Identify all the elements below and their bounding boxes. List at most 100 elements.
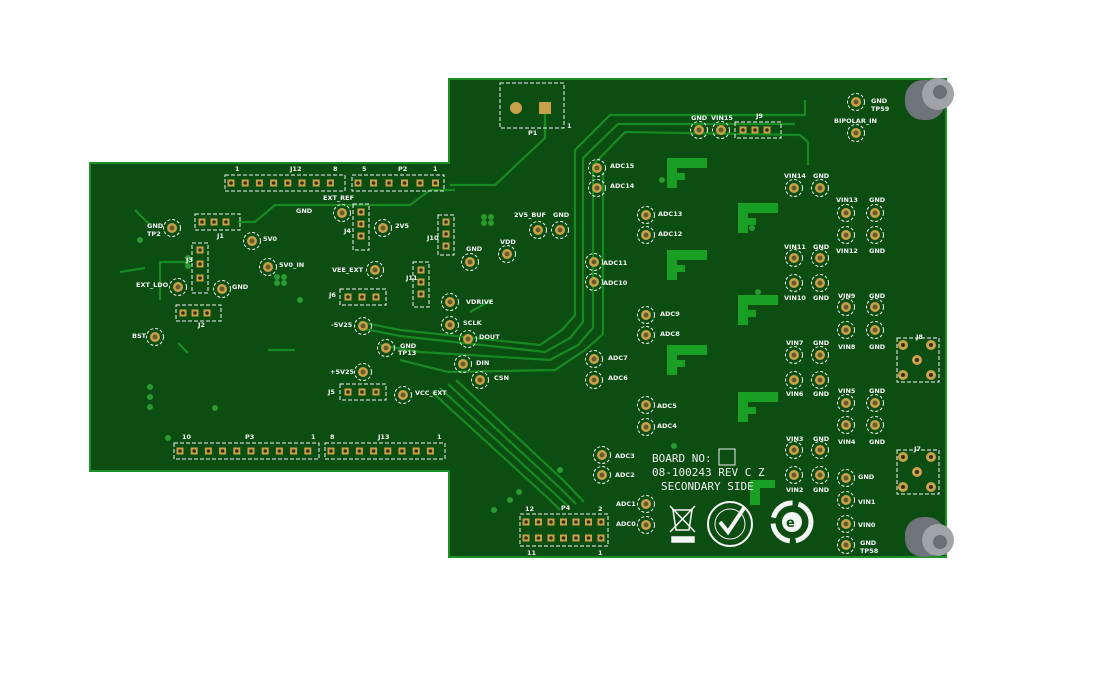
- silk-label: 12: [525, 505, 534, 513]
- silk-label: ADC15: [610, 162, 635, 170]
- silk-label: GND: [871, 97, 888, 105]
- silk-label: VIN0: [858, 521, 876, 529]
- silk-label: VEE_EXT: [332, 266, 364, 274]
- silk-label: VIN15: [711, 114, 733, 122]
- silk-label: ADC10: [603, 279, 628, 287]
- silk-label: 2V5: [395, 222, 410, 230]
- silk-label: 2V5_BUF: [514, 211, 546, 219]
- silk-label: J13: [377, 433, 389, 441]
- silk-label: 1: [567, 122, 572, 130]
- silk-label: 2: [598, 505, 603, 513]
- silk-label: P2: [398, 165, 407, 173]
- silk-label: GND: [296, 207, 313, 215]
- silk-label: ADC13: [658, 210, 682, 218]
- headers: [173, 82, 940, 547]
- silk-label: GND: [869, 343, 886, 351]
- silk-label: BIPOLAR_IN: [834, 117, 877, 125]
- silk-label: VIN2: [786, 486, 803, 494]
- silk-label: J8: [915, 333, 923, 341]
- silk-label: GND: [858, 473, 875, 481]
- silk-label: EXT_LDO: [136, 281, 169, 289]
- silk-label: GND: [869, 438, 886, 446]
- e-recycle-icon: e: [770, 500, 814, 544]
- silk-label: TP2: [147, 230, 161, 238]
- silk-label: J9: [755, 112, 763, 120]
- silk-label: GND: [869, 292, 886, 300]
- board-no-label: BOARD NO:: [652, 452, 712, 465]
- silk-label: J4: [343, 227, 351, 235]
- silk-label: 8: [333, 165, 338, 173]
- silk-label: GND: [466, 245, 483, 253]
- silk-label: J11: [405, 274, 418, 282]
- silk-label: VIN5: [838, 387, 856, 395]
- silk-label: GND: [691, 114, 708, 122]
- silk-label: ADC4: [657, 422, 677, 430]
- svg-text:e: e: [786, 516, 795, 531]
- silk-label: GND: [813, 172, 830, 180]
- silk-label: VIN9: [838, 292, 856, 300]
- silk-label: ADC12: [658, 230, 682, 238]
- silk-label: TP58: [860, 547, 879, 555]
- silk-label: ADC6: [608, 374, 628, 382]
- silk-label: GND: [400, 342, 417, 350]
- silk-label: SCLK: [463, 319, 483, 327]
- silk-label: DOUT: [479, 333, 500, 341]
- silk-label: 8: [330, 433, 335, 441]
- silk-label: VIN4: [838, 438, 856, 446]
- silk-label: GND: [813, 243, 830, 251]
- silk-label: DIN: [476, 359, 489, 367]
- silk-label: VIN13: [836, 196, 858, 204]
- silk-label: 1: [311, 433, 316, 441]
- silk-label: TP59: [871, 105, 890, 113]
- copper-pours: [667, 158, 778, 505]
- silk-label: ADC7: [608, 354, 628, 362]
- silk-label: J1: [216, 232, 224, 240]
- silk-label: 1: [598, 549, 603, 557]
- silk-label: ADC9: [660, 310, 680, 318]
- silk-label: GND: [813, 339, 830, 347]
- silk-label: GND: [869, 387, 886, 395]
- header-pins: [176, 102, 936, 542]
- standoff-top: [905, 78, 954, 120]
- board-info: BOARD NO: 08-100243 REV C Z SECONDARY SI…: [652, 448, 765, 493]
- silk-label: 5V0: [263, 235, 278, 243]
- silk-label: ADC5: [657, 402, 677, 410]
- silk-label: 5: [362, 165, 367, 173]
- silk-label: GND: [147, 222, 164, 230]
- silk-label: GND: [860, 539, 877, 547]
- silk-label: VIN8: [838, 343, 856, 351]
- silk-label: 1: [437, 433, 442, 441]
- test-points: [146, 93, 884, 554]
- silk-label: GND: [869, 196, 886, 204]
- silk-label: J5: [327, 388, 335, 396]
- silk-label: P4: [561, 504, 571, 512]
- silk-label: GND: [869, 247, 886, 255]
- board-side: SECONDARY SIDE: [661, 480, 754, 493]
- silk-label: J2: [197, 321, 205, 329]
- silk-label: ADC14: [610, 182, 635, 190]
- silk-label: 11: [527, 549, 537, 557]
- weee-bin-icon: [669, 505, 696, 543]
- silk-label: J7: [913, 445, 921, 453]
- silk-label: -5V25: [331, 321, 353, 329]
- silk-label: ADC1: [616, 500, 636, 508]
- silk-label: VIN12: [836, 247, 858, 255]
- silk-label: VIN11: [784, 243, 806, 251]
- silk-label: GND: [553, 211, 570, 219]
- silk-label: EXT_REF: [323, 194, 354, 202]
- silk-label: ADC11: [603, 259, 628, 267]
- silk-label: VIN3: [786, 435, 803, 443]
- silk-label: ADC3: [615, 452, 635, 460]
- silk-label: P3: [245, 433, 254, 441]
- board-outline: [89, 78, 947, 558]
- silk-label: VCC_EXT: [415, 389, 447, 397]
- silk-label: GND: [813, 435, 830, 443]
- standoff-bottom: [905, 517, 954, 557]
- silk-label: J12: [289, 165, 301, 173]
- silk-label: GND: [813, 294, 830, 302]
- silk-label: ADC0: [616, 520, 636, 528]
- silk-label: ADC8: [660, 330, 680, 338]
- silk-label: VIN1: [858, 498, 876, 506]
